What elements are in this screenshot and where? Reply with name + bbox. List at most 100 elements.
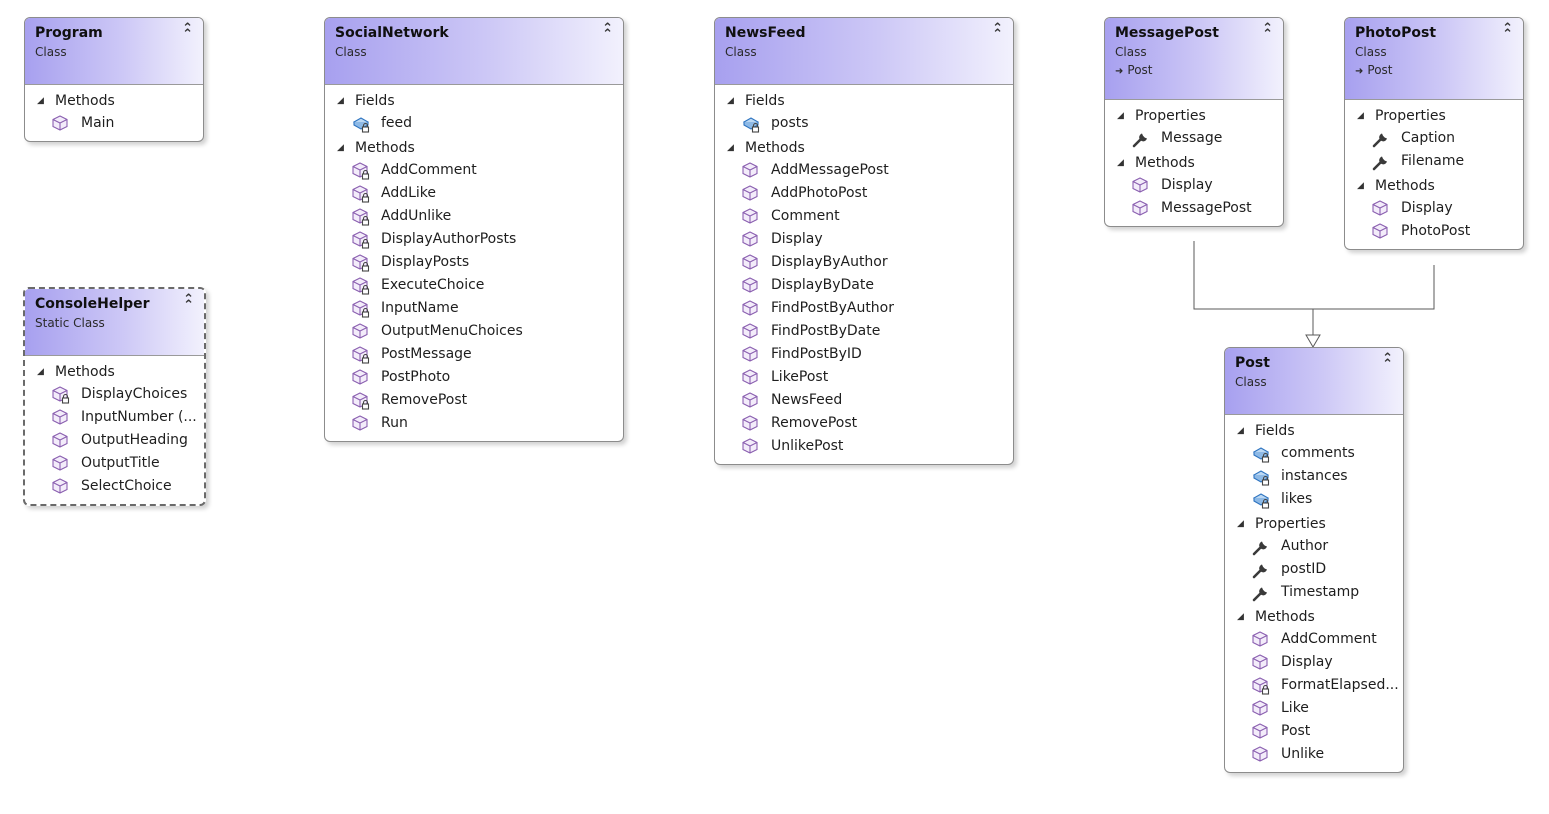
section-fields[interactable]: ◢Fields <box>715 90 1013 112</box>
member-method[interactable]: Like <box>1225 697 1403 720</box>
member-method[interactable]: FindPostByDate <box>715 320 1013 343</box>
member-method[interactable]: OutputMenuChoices <box>325 320 623 343</box>
expand-triangle-icon[interactable]: ◢ <box>37 367 44 377</box>
member-method[interactable]: InputName <box>325 297 623 320</box>
member-field[interactable]: likes <box>1225 488 1403 511</box>
member-method[interactable]: DisplayChoices <box>25 383 204 406</box>
collapse-chevron-icon[interactable]: ⌃⌃ <box>1502 21 1513 42</box>
member-name: InputNumber (... <box>81 409 197 425</box>
member-method[interactable]: Display <box>1345 197 1523 220</box>
section-methods[interactable]: ◢Methods <box>25 90 203 112</box>
member-method[interactable]: Display <box>1225 651 1403 674</box>
collapse-chevron-icon[interactable]: ⌃⌃ <box>1262 21 1273 42</box>
member-method[interactable]: AddPhotoPost <box>715 182 1013 205</box>
member-method[interactable]: Unlike <box>1225 743 1403 766</box>
expand-triangle-icon[interactable]: ◢ <box>337 96 344 106</box>
member-method[interactable]: Comment <box>715 205 1013 228</box>
member-property[interactable]: postID <box>1225 558 1403 581</box>
collapse-chevron-icon[interactable]: ⌃⌃ <box>992 21 1003 42</box>
section-fields[interactable]: ◢Fields <box>1225 420 1403 442</box>
member-method[interactable]: MessagePost <box>1105 197 1283 220</box>
expand-triangle-icon[interactable]: ◢ <box>1357 111 1364 121</box>
class-name: PhotoPost <box>1355 25 1437 41</box>
member-method[interactable]: AddLike <box>325 182 623 205</box>
section-fields[interactable]: ◢Fields <box>325 90 623 112</box>
collapse-chevron-icon[interactable]: ⌃⌃ <box>602 21 613 42</box>
method-icon <box>742 300 758 316</box>
member-method[interactable]: SelectChoice <box>25 475 204 498</box>
member-name: ExecuteChoice <box>381 277 485 293</box>
member-property[interactable]: Message <box>1105 127 1283 150</box>
member-method[interactable]: NewsFeed <box>715 389 1013 412</box>
private-field-icon <box>1252 447 1270 463</box>
expand-triangle-icon[interactable]: ◢ <box>1237 426 1244 436</box>
member-method[interactable]: UnlikePost <box>715 435 1013 458</box>
member-method[interactable]: PhotoPost <box>1345 220 1523 243</box>
expand-triangle-icon[interactable]: ◢ <box>37 96 44 106</box>
member-method[interactable]: Display <box>1105 174 1283 197</box>
member-method[interactable]: Display <box>715 228 1013 251</box>
member-method[interactable]: AddUnlike <box>325 205 623 228</box>
member-method[interactable]: AddComment <box>325 159 623 182</box>
member-method[interactable]: DisplayByAuthor <box>715 251 1013 274</box>
member-method[interactable]: ExecuteChoice <box>325 274 623 297</box>
collapse-chevron-icon[interactable]: ⌃⌃ <box>182 21 193 42</box>
member-field[interactable]: instances <box>1225 465 1403 488</box>
member-method[interactable]: RemovePost <box>715 412 1013 435</box>
collapse-chevron-icon[interactable]: ⌃⌃ <box>183 292 194 313</box>
expand-triangle-icon[interactable]: ◢ <box>1117 111 1124 121</box>
section-methods[interactable]: ◢Methods <box>1105 152 1283 174</box>
collapse-chevron-icon[interactable]: ⌃⌃ <box>1382 351 1393 372</box>
section-methods[interactable]: ◢Methods <box>25 361 204 383</box>
member-property[interactable]: Filename <box>1345 150 1523 173</box>
member-method[interactable]: FindPostByID <box>715 343 1013 366</box>
member-method[interactable]: OutputTitle <box>25 452 204 475</box>
expand-triangle-icon[interactable]: ◢ <box>727 96 734 106</box>
member-method[interactable]: InputNumber (... <box>25 406 204 429</box>
member-method[interactable]: RemovePost <box>325 389 623 412</box>
member-field[interactable]: feed <box>325 112 623 135</box>
member-method[interactable]: DisplayPosts <box>325 251 623 274</box>
expand-triangle-icon[interactable]: ◢ <box>727 143 734 153</box>
member-method[interactable]: LikePost <box>715 366 1013 389</box>
member-method[interactable]: FormatElapsed... <box>1225 674 1403 697</box>
member-property[interactable]: Author <box>1225 535 1403 558</box>
expand-triangle-icon[interactable]: ◢ <box>337 143 344 153</box>
member-property[interactable]: Timestamp <box>1225 581 1403 604</box>
member-method[interactable]: Main <box>25 112 203 135</box>
member-method[interactable]: OutputHeading <box>25 429 204 452</box>
member-name: DisplayPosts <box>381 254 470 270</box>
section-properties[interactable]: ◢Properties <box>1105 105 1283 127</box>
member-method[interactable]: DisplayByDate <box>715 274 1013 297</box>
member-method[interactable]: FindPostByAuthor <box>715 297 1013 320</box>
member-method[interactable]: Post <box>1225 720 1403 743</box>
member-name: Run <box>381 415 408 431</box>
member-method[interactable]: Run <box>325 412 623 435</box>
section-properties[interactable]: ◢Properties <box>1345 105 1523 127</box>
section-methods[interactable]: ◢Methods <box>715 137 1013 159</box>
member-method[interactable]: PostMessage <box>325 343 623 366</box>
member-property[interactable]: Caption <box>1345 127 1523 150</box>
member-field[interactable]: comments <box>1225 442 1403 465</box>
section-methods[interactable]: ◢Methods <box>325 137 623 159</box>
expand-triangle-icon[interactable]: ◢ <box>1237 519 1244 529</box>
section-methods[interactable]: ◢Methods <box>1225 606 1403 628</box>
member-method[interactable]: AddMessagePost <box>715 159 1013 182</box>
member-method[interactable]: AddComment <box>1225 628 1403 651</box>
member-method[interactable]: DisplayAuthorPosts <box>325 228 623 251</box>
expand-triangle-icon[interactable]: ◢ <box>1357 181 1364 191</box>
section-methods[interactable]: ◢Methods <box>1345 175 1523 197</box>
section-properties[interactable]: ◢Properties <box>1225 513 1403 535</box>
member-method[interactable]: PostPhoto <box>325 366 623 389</box>
expand-triangle-icon[interactable]: ◢ <box>1237 612 1244 622</box>
member-field[interactable]: posts <box>715 112 1013 135</box>
member-name: posts <box>771 115 809 131</box>
expand-triangle-icon[interactable]: ◢ <box>1117 158 1124 168</box>
